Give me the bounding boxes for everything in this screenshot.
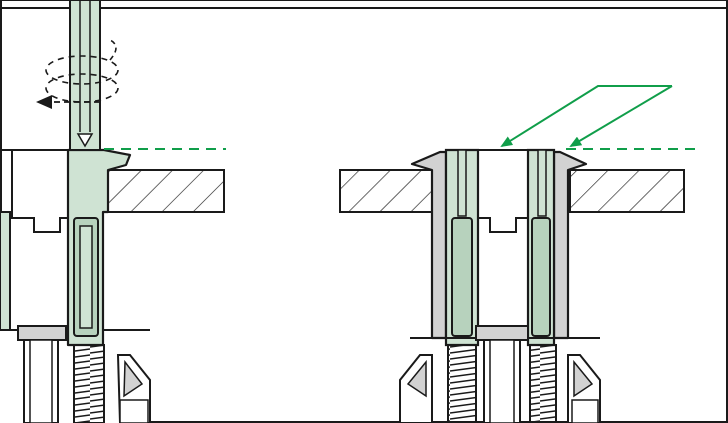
right-bolt-inner xyxy=(489,339,515,423)
right-clip-wedge-right xyxy=(573,359,594,398)
left-bolt-head xyxy=(17,325,67,341)
right-sleeve-slot-right xyxy=(537,149,547,217)
right-panel xyxy=(339,85,700,423)
callout-arrow-left xyxy=(500,85,672,148)
right-sleeve-slot-left xyxy=(457,149,467,217)
callout-arrow-right xyxy=(569,85,673,148)
left-housing-body xyxy=(0,150,70,330)
right-clip-wedge-left xyxy=(406,359,427,398)
left-edge-sleeve xyxy=(0,211,11,343)
rotation-ellipse-lower xyxy=(45,73,119,103)
right-clip-foot xyxy=(571,399,599,423)
left-sleeve-slot xyxy=(79,225,93,329)
left-clip-wedge xyxy=(123,359,144,398)
left-bolt-inner xyxy=(29,339,53,423)
left-clip-foot xyxy=(119,399,149,423)
right-panel-surface-left xyxy=(339,169,441,213)
right-threaded-screw-right xyxy=(529,344,557,423)
rotation-arrow-head xyxy=(36,95,52,109)
tool-tip-triangle xyxy=(76,133,94,148)
right-threaded-screw-left xyxy=(447,344,477,423)
left-threaded-screw xyxy=(73,344,105,423)
right-sleeve-window-right xyxy=(531,217,551,337)
right-sleeve-window-left xyxy=(451,217,473,337)
left-panel xyxy=(0,0,226,423)
right-panel-surface-right xyxy=(569,169,685,213)
left-panel-surface xyxy=(107,169,225,213)
right-bolt-head xyxy=(475,325,529,341)
right-housing-body xyxy=(477,150,529,233)
rotation-arc xyxy=(109,39,117,61)
rotation-ellipse-upper xyxy=(45,55,119,85)
